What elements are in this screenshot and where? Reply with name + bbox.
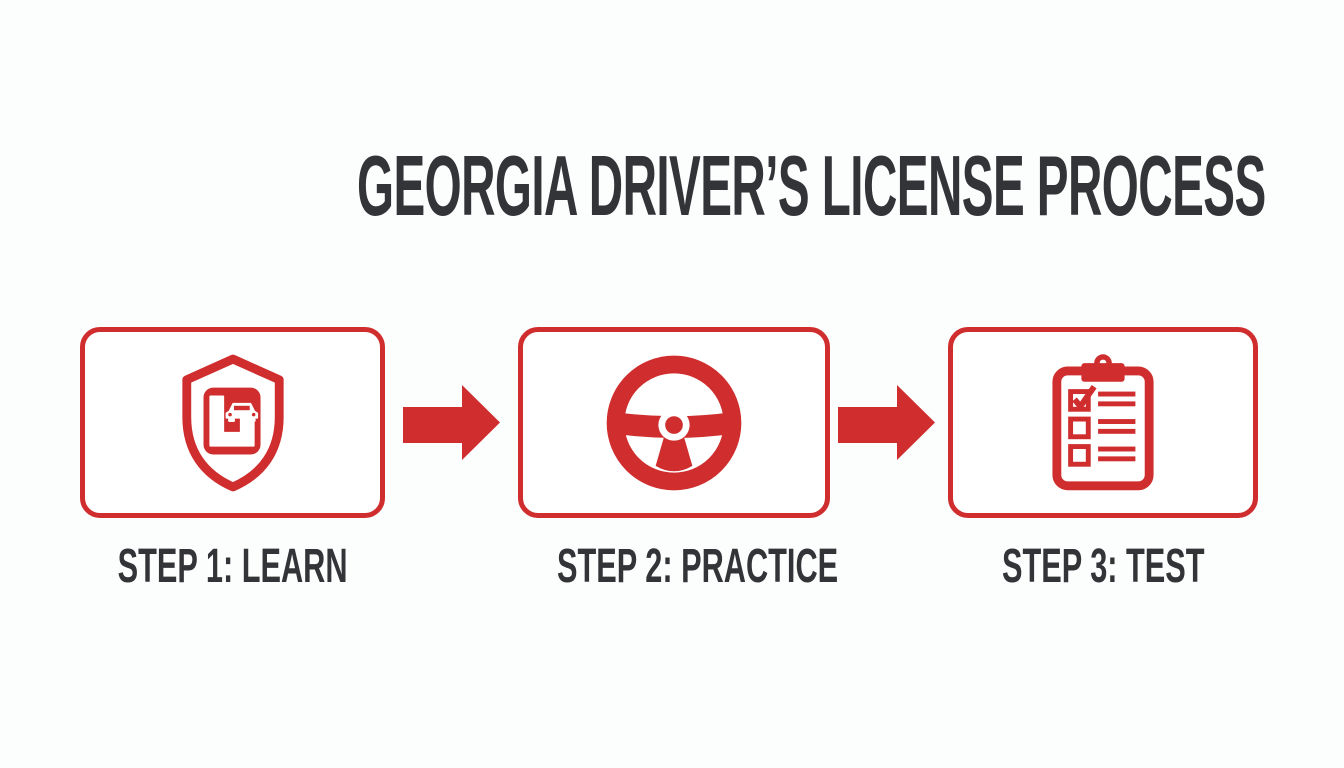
car-icon bbox=[225, 402, 258, 422]
page-title: GEORGIA DRIVER’S LICENSE PROCESS bbox=[0, 144, 1344, 229]
step-label-test: STEP 3: TEST bbox=[908, 543, 1298, 591]
learner-permit-shield-icon bbox=[181, 354, 284, 491]
step-label-test-text: STEP 3: TEST bbox=[1001, 540, 1205, 593]
step-label-learn-text: STEP 1: LEARN bbox=[117, 540, 348, 593]
step-label-practice: STEP 2: PRACTICE bbox=[478, 543, 870, 591]
checklist-clipboard-icon bbox=[1052, 353, 1154, 490]
steering-wheel-icon bbox=[606, 355, 742, 490]
step-label-learn: STEP 1: LEARN bbox=[40, 543, 425, 591]
arrow-right-icon bbox=[838, 385, 935, 460]
step-label-practice-text: STEP 2: PRACTICE bbox=[557, 540, 839, 593]
step-card-test bbox=[948, 327, 1258, 518]
page-title-text: GEORGIA DRIVER’S LICENSE PROCESS bbox=[356, 139, 1266, 234]
arrow-right-icon bbox=[403, 385, 500, 460]
step-card-practice bbox=[518, 327, 830, 518]
step-card-learn bbox=[80, 327, 385, 518]
